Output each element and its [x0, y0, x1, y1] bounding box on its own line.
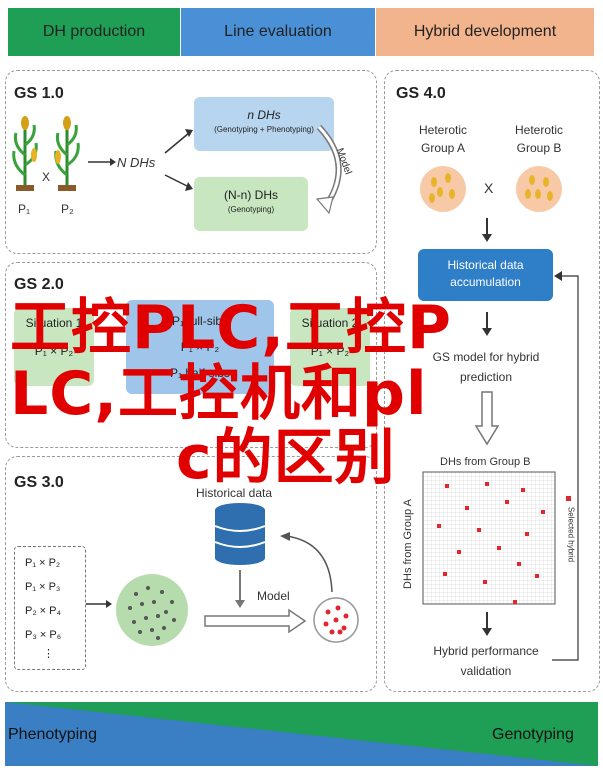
gs3-big-arrow-icon [204, 608, 307, 634]
gs4-historical-box: Historical data accumulation [418, 249, 553, 301]
hybrid-matrix [422, 471, 556, 605]
gs1-box1-title: n DHs [247, 108, 281, 122]
gs2-situation1-label: Situation 1 [25, 316, 83, 330]
gs2-situation1-cross: P₁ × P₂ [34, 344, 74, 358]
plant-p2-icon [54, 116, 80, 191]
gs4-down-arrow-2-icon [482, 312, 492, 336]
tab-line-evaluation-label: Line evaluation [224, 23, 332, 40]
list-item: P₁ × P₂ [25, 557, 61, 569]
gs1-p2-label: P₂ [61, 202, 74, 216]
watermark-line-3: c的区别 [176, 423, 396, 493]
gs4-cross: X [484, 180, 494, 196]
gs4-group-b-label: Heterotic Group B [514, 123, 564, 155]
gs3-arrow-to-cloud-icon [86, 600, 112, 608]
gs1-phenotyped-box: n DHs (Genotyping + Phenotyping) [194, 97, 334, 151]
gs1-box2-title: (N-n) DHs [224, 188, 278, 202]
list-item: ⋮ [43, 648, 54, 660]
gs1-genotyped-box: (N-n) DHs (Genotyping) [194, 177, 308, 231]
list-item: P₁ × P₃ [25, 581, 61, 593]
gs4-matrix-title: DHs from Group B [440, 456, 531, 468]
gs2-situation1-box: Situation 1 P₁ × P₂ [14, 308, 94, 386]
gs4-group-a: Heterotic Group A [404, 121, 482, 157]
gs4-group-a-label: Heterotic Group A [418, 123, 468, 155]
gs4-hollow-arrow-icon [474, 391, 500, 446]
tab-line-evaluation: Line evaluation [181, 8, 375, 56]
footer-genotyping: Genotyping [492, 726, 574, 743]
selected-cloud-icon [313, 597, 359, 643]
legend-marker-icon [566, 496, 571, 501]
gs4-title: GS 4.0 [396, 85, 446, 102]
gs2-center-cross: P₁ × P₂ [180, 340, 220, 354]
tab-hybrid-development-label: Hybrid development [413, 23, 557, 40]
watermark-line-1: 工控PLC,工控P [10, 293, 453, 363]
model-curved-arrow-icon [315, 124, 342, 215]
list-item: P₂ × P₄ [25, 605, 61, 617]
gs2-title: GS 2.0 [14, 276, 64, 293]
db-down-arrow-icon [235, 570, 245, 608]
gs2-situation2-cross: P₁ × P₂ [310, 344, 350, 358]
gs3-title: GS 3.0 [14, 474, 64, 491]
gs2-situation2-box: Situation 2 P₁ × P₂ [290, 308, 370, 386]
group-a-seeds-icon [420, 166, 466, 212]
gs2-situation2-label: Situation 2 [301, 316, 359, 330]
gs3-panel [5, 456, 377, 692]
gs1-cross: X [42, 170, 51, 184]
footer-phenotyping: Phenotyping [8, 726, 97, 743]
gs4-matrix-ylabel: DHs from Group A [402, 499, 414, 589]
branch-arrows-icon [164, 129, 193, 191]
gs4-feedback-loop-icon [552, 271, 579, 661]
gs4-validation-label: Hybrid performance validation [433, 644, 539, 678]
group-b-seeds-icon [516, 166, 562, 212]
list-item: P₃ × P₆ [25, 629, 62, 641]
footer-wedge [5, 702, 598, 766]
database-icon [214, 503, 266, 565]
genotype-cloud-icon [116, 574, 188, 646]
gs1-p1-label: P₁ [18, 202, 31, 216]
watermark-line-2: LC,工控机和pl [10, 359, 428, 429]
gs1-box1-sub: (Genotyping + Phenotyping) [214, 125, 314, 134]
gs4-gs-model: GS model for hybrid prediction [420, 347, 552, 387]
feedback-arrow-icon [280, 532, 333, 593]
tab-hybrid-development: Hybrid development [376, 8, 594, 56]
gs2-fullsibs: P₁ full-sibs [171, 314, 229, 328]
tab-dh-production-label: DH production [42, 23, 146, 40]
tab-dh-production: DH production [8, 8, 180, 56]
gs3-model-label: Model [257, 589, 290, 603]
plant-p1-icon [12, 116, 38, 191]
arrow-to-ndhs-icon [88, 158, 116, 166]
gs2-center-box: P₁ full-sibs P₁ × P₂ P₁ half-sibs [126, 300, 274, 394]
gs1-n-dhs: N DHs [117, 155, 156, 170]
gs1-title: GS 1.0 [14, 85, 64, 102]
gs1-box2-sub: (Genotyping) [227, 205, 275, 214]
gs4-validation: Hybrid performance validation [414, 641, 558, 681]
gs4-group-b: Heterotic Group B [500, 121, 578, 157]
gs4-hist-label: Historical data accumulation [447, 258, 524, 289]
gs3-cross-list: P₁ × P₂ P₁ × P₃ P₂ × P₄ P₃ × P₆ ⋮ [14, 546, 86, 670]
gs4-down-arrow-1-icon [482, 218, 492, 242]
gs4-gs-model-label: GS model for hybrid prediction [432, 350, 540, 384]
gs2-halfsibs: P₁ half-sibs [169, 366, 231, 380]
gs4-down-arrow-3-icon [482, 612, 492, 636]
gs3-historical-label: Historical data [196, 486, 273, 500]
